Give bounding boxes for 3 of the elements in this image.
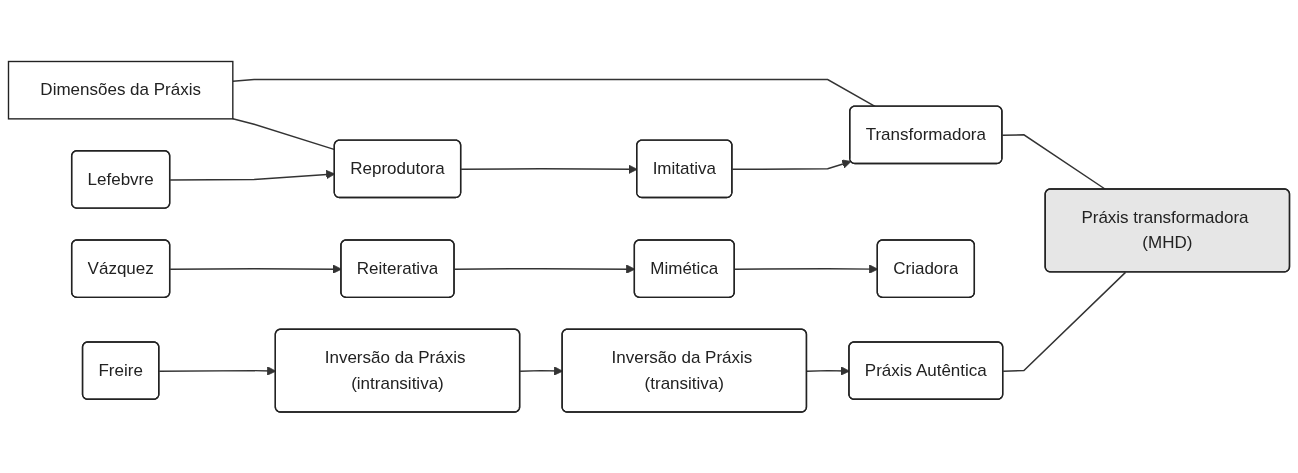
node-box: Dimensões da Práxis — [7, 60, 234, 120]
arrow — [731, 159, 852, 170]
connector — [1002, 271, 1127, 372]
